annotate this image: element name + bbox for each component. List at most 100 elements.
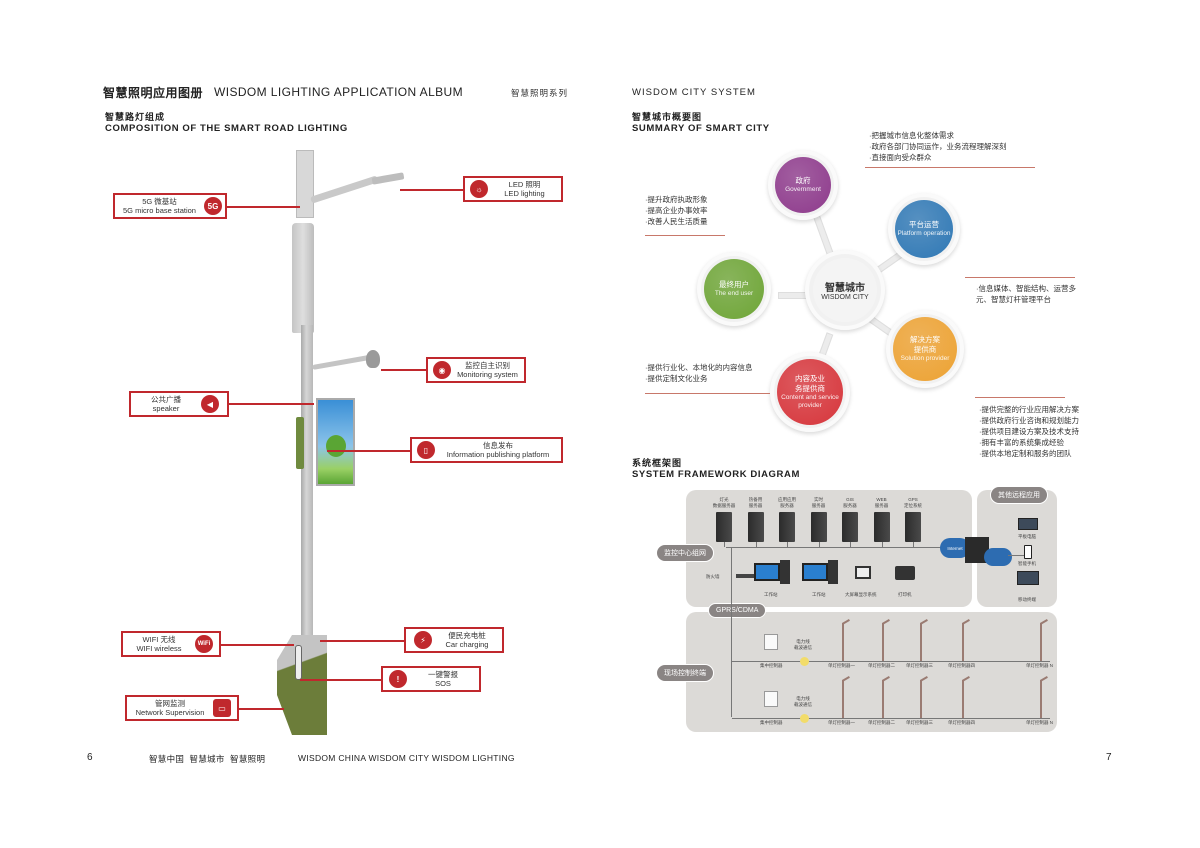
concentrator-icon	[764, 691, 778, 707]
node-government: 政府 Government	[775, 157, 831, 213]
charging-cabinet	[277, 635, 327, 735]
camera-arm	[312, 354, 372, 370]
footer-slogan-en: WISDOM CHINA WISDOM CITY WISDOM LIGHTING	[298, 753, 515, 763]
car-charging-icon: ⚡	[414, 631, 432, 649]
note-line: ·政府各部门协同运作，业务流程理解深刻	[869, 142, 1007, 151]
street-lamp-icon	[920, 623, 922, 661]
footer-slogan-cn: 智慧中国 智慧城市 智慧照明	[149, 754, 266, 764]
center-label-cn: 智慧城市	[825, 283, 865, 294]
leader-line	[227, 206, 300, 208]
node-platform-operation: 平台运营 Platform operation	[895, 200, 953, 258]
remote-device-label: 移动终端	[1018, 597, 1036, 602]
monitor-center-panel	[686, 490, 972, 607]
callout-label-cn: 便民充电桩	[448, 631, 486, 640]
remote-device-label: 智能手机	[1018, 561, 1036, 566]
note-rule	[865, 167, 1035, 168]
note-line: ·把握城市信息化整体需求	[869, 131, 954, 140]
alarm-icon: !	[389, 670, 407, 688]
page-number-right: 7	[1106, 752, 1112, 763]
note-rule	[965, 277, 1075, 278]
server-label: WEB 服务器	[874, 497, 889, 508]
street-lamp-icon	[962, 623, 964, 661]
framework-title-cn: 系统框架图	[632, 458, 683, 468]
framework-title-en: SYSTEM FRAMEWORK DIAGRAM	[632, 469, 800, 480]
server-label: 实时 服务器	[811, 497, 826, 508]
field-control-pill: 现场控制终端	[656, 664, 714, 682]
street-lamp-icon	[920, 680, 922, 718]
monitor-center-pill: 监控中心组网	[656, 544, 714, 562]
lamp-controller-label: 单灯控制器 N	[1026, 720, 1053, 725]
led-light-icon: ☼	[470, 180, 488, 198]
album-title-en: WISDOM LIGHTING APPLICATION ALBUM	[214, 85, 464, 99]
callout-label-en: Car charging	[445, 640, 489, 649]
server-icon	[842, 512, 858, 542]
node-label-en: Platform operation	[897, 230, 951, 237]
pole-shaft	[301, 325, 313, 645]
callout-label-cn: LED 照明	[508, 180, 541, 189]
leader-line	[221, 644, 294, 646]
concentrator-icon	[764, 634, 778, 650]
internet-cloud-icon: Internet	[940, 538, 970, 558]
leader-line	[400, 189, 463, 191]
smart-pole-illustration	[277, 145, 420, 740]
callout-label-en: LED lighting	[504, 189, 545, 198]
server-link	[850, 542, 851, 547]
note-line: ·提供政府行业咨询和规划能力	[979, 416, 1079, 425]
charging-screen	[295, 645, 302, 680]
power-line-bus	[732, 661, 1050, 662]
street-lamp-icon	[1040, 680, 1042, 718]
remote-device-label: 平板电脑	[1018, 534, 1036, 539]
street-lamp-icon	[842, 680, 844, 718]
node-label-cn: 平台运营	[909, 220, 939, 229]
notes-end-user: ·提升政府执政形象 ·提高企业办事效率 ·改善人民生活质量	[645, 194, 708, 227]
power-carrier-label: 电力线 载波通信	[794, 639, 812, 650]
node-label-en: Solution provider	[900, 355, 950, 362]
note-line: ·提供行业化、本地化的内容信息	[645, 363, 753, 372]
lamp-controller-label: 单灯控制器 N	[1026, 663, 1053, 668]
note-line: ·改善人民生活质量	[645, 217, 708, 226]
note-line: ·提供本地定制和服务的团队	[979, 449, 1072, 458]
server-link	[818, 542, 820, 547]
power-line-bus	[732, 718, 1050, 719]
callout-label-cn: 监控自主识别	[465, 361, 510, 370]
note-line: ·提供定制文化业务	[645, 374, 708, 383]
section-title-en: COMPOSITION OF THE SMART ROAD LIGHTING	[105, 123, 348, 134]
page-number-left: 6	[87, 752, 93, 763]
album-title-cn: 智慧照明应用图册	[103, 86, 204, 100]
gprs-trunk	[731, 547, 732, 717]
firewall-router	[736, 574, 758, 578]
server-link	[881, 542, 883, 547]
workstation-tower	[780, 560, 790, 584]
lamp-controller-label: 单灯控制器三	[906, 720, 933, 725]
note-rule	[645, 393, 770, 394]
note-line: ·提高企业办事效率	[645, 206, 708, 215]
notes-solution: ·提供完整的行业应用解决方案 ·提供政府行业咨询和规划能力 ·提供项目建设方案及…	[979, 404, 1079, 459]
section-title-cn: 智慧路灯组成	[105, 112, 166, 122]
laptop-icon	[1017, 571, 1039, 585]
server-label: GPS 定位系统	[904, 497, 922, 508]
leader-line	[239, 708, 284, 710]
callout-label-en: Information publishing platform	[446, 450, 550, 459]
node-label-cn: 解决方案 提供商	[910, 335, 940, 354]
callout-label-en: SOS	[435, 679, 451, 688]
server-label: 热备用 服务器	[748, 497, 763, 508]
large-screen-display	[855, 566, 871, 579]
server-icon	[779, 512, 795, 542]
tablet-icon	[1018, 518, 1038, 530]
leader-line	[381, 369, 426, 371]
server-icon	[810, 512, 827, 542]
note-line: ·提供项目建设方案及技术支持	[979, 427, 1079, 436]
callout-label-en: Monitoring system	[457, 370, 518, 379]
summary-title-en: SUMMARY OF SMART CITY	[632, 123, 770, 134]
note-rule	[975, 397, 1065, 398]
callout-label-en: 5G micro base station	[123, 206, 196, 215]
notes-content: ·提供行业化、本地化的内容信息 ·提供定制文化业务	[645, 362, 753, 384]
concentrator-label: 集中控制器	[760, 663, 783, 668]
node-label-cn: 最终用户	[719, 280, 749, 289]
internet-label: Internet	[947, 545, 963, 551]
street-lamp-icon	[842, 623, 844, 661]
5g-icon: 5G	[204, 197, 222, 215]
callout-label-en: WIFI wireless	[136, 644, 182, 653]
